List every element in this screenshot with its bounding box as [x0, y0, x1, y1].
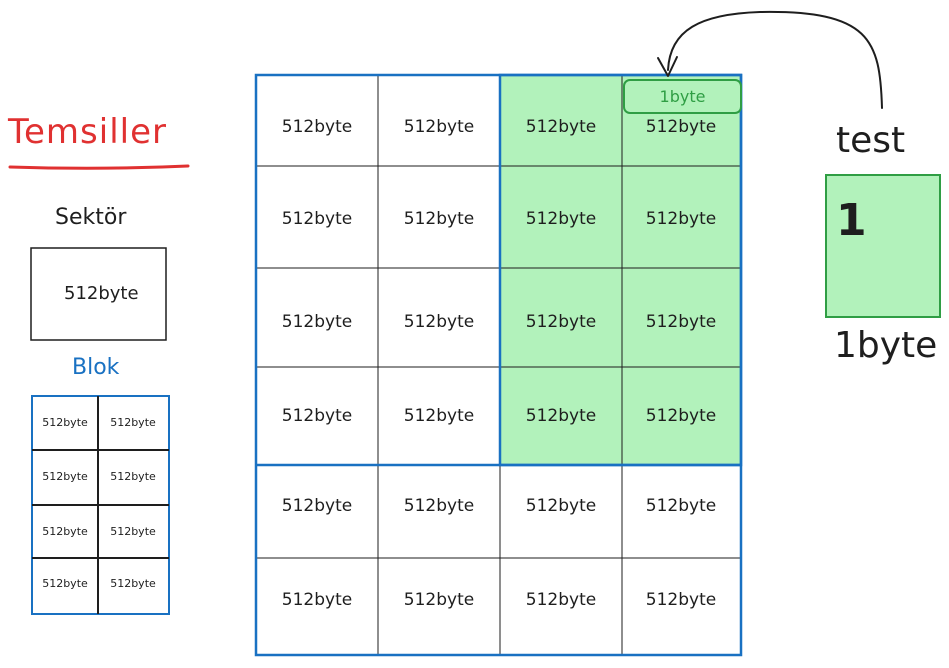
grid-cell: 512byte	[525, 406, 597, 426]
byte-tag-label: 1byte	[659, 87, 706, 106]
block-cell: 512byte	[42, 416, 88, 429]
grid-cell: 512byte	[281, 117, 353, 137]
grid-cell: 512byte	[525, 496, 597, 516]
title: Temsiller	[8, 112, 167, 152]
test-var-size: 1byte	[834, 325, 938, 366]
pointer-arrow	[667, 10, 883, 109]
test-var-box	[825, 174, 941, 318]
grid-cell: 512byte	[525, 590, 597, 610]
grid-cell: 512byte	[525, 117, 597, 137]
sector-label: Sektör	[55, 205, 127, 230]
grid-cell: 512byte	[281, 496, 353, 516]
title-underline	[8, 164, 190, 170]
grid-cell: 512byte	[403, 406, 475, 426]
block-cell: 512byte	[110, 525, 156, 538]
grid-cell: 512byte	[645, 590, 717, 610]
block-cell: 512byte	[42, 577, 88, 590]
grid-cell: 512byte	[645, 406, 717, 426]
sector-value: 512byte	[64, 283, 139, 304]
block-label: Blok	[72, 355, 120, 380]
block-mini-grid	[31, 395, 170, 615]
test-var-value: 1	[836, 195, 867, 246]
highlighted-block-fill	[500, 75, 741, 465]
block-outlines	[254, 73, 743, 657]
block-cell: 512byte	[110, 416, 156, 429]
grid-cell: 512byte	[645, 312, 717, 332]
block-cell: 512byte	[42, 525, 88, 538]
grid-cell: 512byte	[281, 406, 353, 426]
grid-cell: 512byte	[525, 312, 597, 332]
byte-tag-box	[623, 79, 742, 114]
arrow-head	[657, 56, 678, 77]
grid-cell: 512byte	[645, 117, 717, 137]
block-cell: 512byte	[110, 577, 156, 590]
grid-cell: 512byte	[645, 209, 717, 229]
sector-box	[30, 247, 167, 341]
grid-cell: 512byte	[403, 117, 475, 137]
grid-cell: 512byte	[403, 209, 475, 229]
grid-cell: 512byte	[281, 312, 353, 332]
grid-cell: 512byte	[281, 590, 353, 610]
grid-cell: 512byte	[403, 590, 475, 610]
block-cell: 512byte	[42, 470, 88, 483]
grid-cell: 512byte	[645, 496, 717, 516]
grid-cell: 512byte	[525, 209, 597, 229]
grid-cell: 512byte	[403, 312, 475, 332]
block-cell: 512byte	[110, 470, 156, 483]
grid-cell: 512byte	[403, 496, 475, 516]
grid-cell: 512byte	[281, 209, 353, 229]
test-var-name: test	[836, 120, 906, 161]
